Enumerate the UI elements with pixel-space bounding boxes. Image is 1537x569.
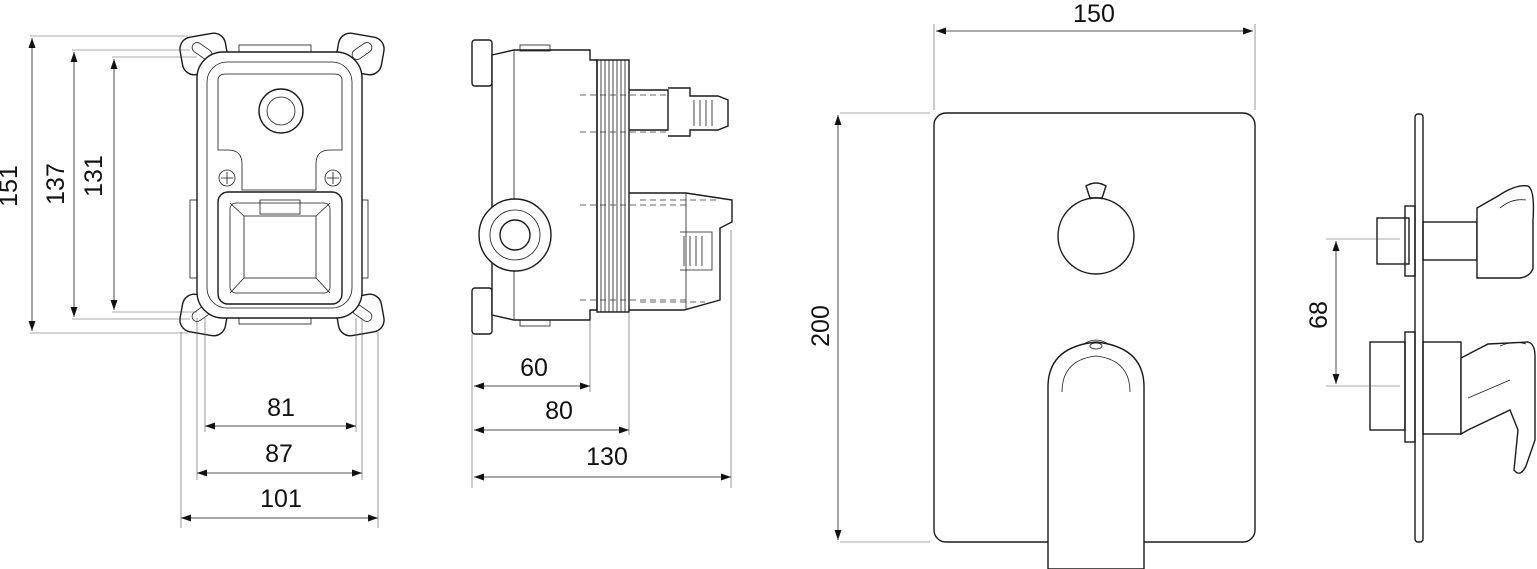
- upper-recess: [217, 73, 343, 191]
- dim-label-87: 87: [265, 440, 293, 468]
- dim-label-137: 137: [42, 163, 70, 205]
- profile-lever: [1369, 331, 1536, 474]
- flange-top: [471, 39, 493, 87]
- thread-ring: [596, 59, 630, 313]
- dim-label-81: 81: [267, 394, 295, 422]
- dim-label-150: 150: [1073, 0, 1115, 28]
- side-box-body: [491, 49, 598, 321]
- dim-label-151: 151: [0, 165, 23, 207]
- side-view: 60 80 130: [471, 39, 733, 488]
- side-port-outer: [478, 198, 552, 272]
- mixer-lever: [1047, 339, 1145, 569]
- upper-spindle: [580, 87, 729, 137]
- lower-cartridge: [580, 192, 733, 311]
- side-port-mid: [489, 209, 541, 261]
- cartridge-inner: [243, 215, 317, 279]
- side-port-inner: [499, 219, 531, 251]
- upper-outlet-bore: [266, 96, 296, 126]
- screw-left-icon: [218, 169, 236, 187]
- dim-label-200: 200: [807, 305, 835, 347]
- cartridge-outer: [229, 202, 331, 294]
- box-inner-wall: [206, 61, 353, 309]
- dim-label-101: 101: [260, 485, 302, 513]
- dim-label-80: 80: [545, 397, 573, 425]
- dim-label-60: 60: [520, 354, 548, 382]
- front-view: 151 137 131 81 87 101: [0, 32, 385, 528]
- dim-label-131: 131: [80, 155, 108, 197]
- dim-label-130: 130: [586, 443, 628, 471]
- dim-label-68: 68: [1305, 301, 1333, 329]
- cartridge-clip: [259, 199, 301, 215]
- cartridge-housing: [217, 191, 343, 305]
- profile-diverter: [1376, 185, 1535, 279]
- profile-view: 68: [1305, 113, 1536, 543]
- box-body: [196, 51, 363, 319]
- flange-bottom: [471, 287, 493, 335]
- screw-right-icon: [324, 169, 342, 187]
- plate-view: 150 200: [807, 0, 1256, 569]
- upper-outlet-circle: [258, 88, 304, 134]
- diverter-knob: [1057, 182, 1135, 275]
- profile-plate: [1414, 113, 1424, 543]
